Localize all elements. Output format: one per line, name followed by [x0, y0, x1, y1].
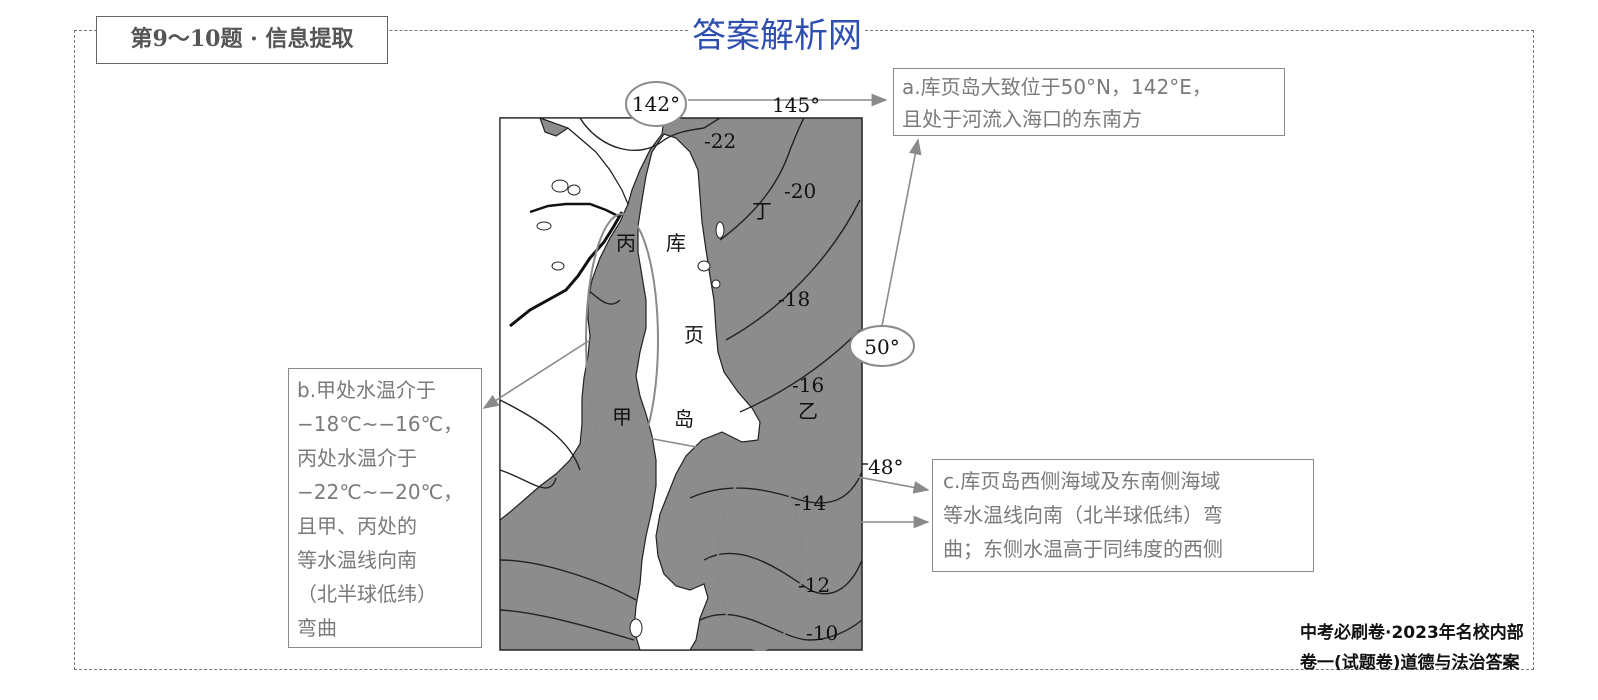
note-b-line: 等水温线向南: [297, 548, 417, 572]
watermark-text: 答案解析网: [690, 8, 864, 57]
small-island: [551, 179, 569, 193]
place-label: 页: [684, 323, 704, 347]
note-b-line: −22℃~−20℃，: [297, 480, 464, 504]
arrow-a-lat: [881, 138, 922, 327]
small-island: [536, 221, 552, 231]
isotherm-line: [579, 117, 721, 152]
river: [509, 211, 624, 328]
longitude-label: 145°: [772, 93, 820, 117]
isotherm-line: [719, 117, 805, 241]
latitude-label: 50°: [864, 335, 899, 359]
place-label: 丁: [752, 199, 772, 223]
isotherm-label: -22: [704, 129, 736, 153]
isotherm-label: -14: [794, 491, 826, 515]
isotherm-line: [587, 289, 621, 305]
small-island: [567, 184, 581, 196]
isotherm-label: -10: [806, 621, 838, 645]
isotherm-label: -12: [798, 573, 830, 597]
small-island: [715, 221, 725, 239]
isotherm-line: [499, 609, 635, 641]
footer-line-1: 中考必刷卷·2023年名校内部: [1300, 623, 1524, 643]
note-a-line: 且处于河流入海口的东南方: [902, 107, 1142, 131]
arrow-c-1: [647, 437, 930, 494]
small-island: [697, 260, 711, 272]
longitude-label: 142°: [632, 92, 680, 116]
note-c-line: 等水温线向南（北半球低纬）弯: [943, 503, 1223, 527]
note-b-line: −18℃~−16℃，: [297, 412, 464, 436]
isotherm-line: [499, 559, 637, 601]
isotherm-label: -18: [778, 287, 810, 311]
isotherm-label: -20: [784, 179, 816, 203]
note-b-line: b.甲处水温介于: [297, 378, 437, 402]
isotherm-line: [499, 399, 581, 471]
isotherm-line: [699, 613, 863, 641]
highlight-ellipse-southeast: [717, 469, 803, 651]
sakhalin-island: [633, 133, 761, 651]
isotherm-line: [689, 471, 863, 504]
place-label: 甲: [612, 405, 632, 429]
river-tributary: [529, 202, 619, 218]
note-c: c.库页岛西侧海域及东南侧海域 等水温线向南（北半球低纬）弯 曲；东侧水温高于同…: [932, 459, 1314, 572]
northern-land: [539, 117, 665, 206]
isotherm-line: [739, 329, 861, 413]
isotherm-line: [725, 199, 861, 341]
footer-line-2: 卷一(试题卷)道德与法治答案: [1300, 653, 1520, 673]
place-label: 岛: [674, 407, 694, 431]
isotherm-line: [499, 469, 557, 489]
note-a: a.库页岛大致位于50°N，142°E， 且处于河流入海口的东南方: [893, 68, 1285, 136]
highlight-ellipse-west: [585, 213, 659, 467]
note-c-line: 曲；东侧水温高于同纬度的西侧: [943, 537, 1223, 561]
note-b-line: （北半球低纬）: [297, 582, 437, 606]
arrow-b: [482, 339, 591, 409]
note-b-line: 弯曲: [297, 616, 337, 640]
place-label: 库: [666, 231, 686, 255]
place-label: 丙: [616, 231, 636, 255]
note-b-line: 且甲、丙处的: [297, 514, 417, 538]
isotherm-label: -16: [792, 373, 824, 397]
question-title: 第9～10题 · 信息提取: [96, 16, 388, 64]
small-island: [629, 618, 643, 638]
note-b: b.甲处水温介于 −18℃~−16℃， 丙处水温介于 −22℃~−20℃， 且甲…: [288, 368, 482, 648]
small-island: [711, 279, 721, 289]
note-a-line: a.库页岛大致位于50°N，142°E，: [902, 75, 1212, 99]
isotherm-line: [703, 552, 863, 595]
place-label: 乙: [798, 399, 818, 423]
note-b-line: 丙处水温介于: [297, 446, 417, 470]
small-island: [551, 261, 565, 271]
latitude-label: 48°: [868, 455, 903, 479]
longitude-ellipse: [625, 81, 687, 127]
note-c-line: c.库页岛西侧海域及东南侧海域: [943, 469, 1221, 493]
